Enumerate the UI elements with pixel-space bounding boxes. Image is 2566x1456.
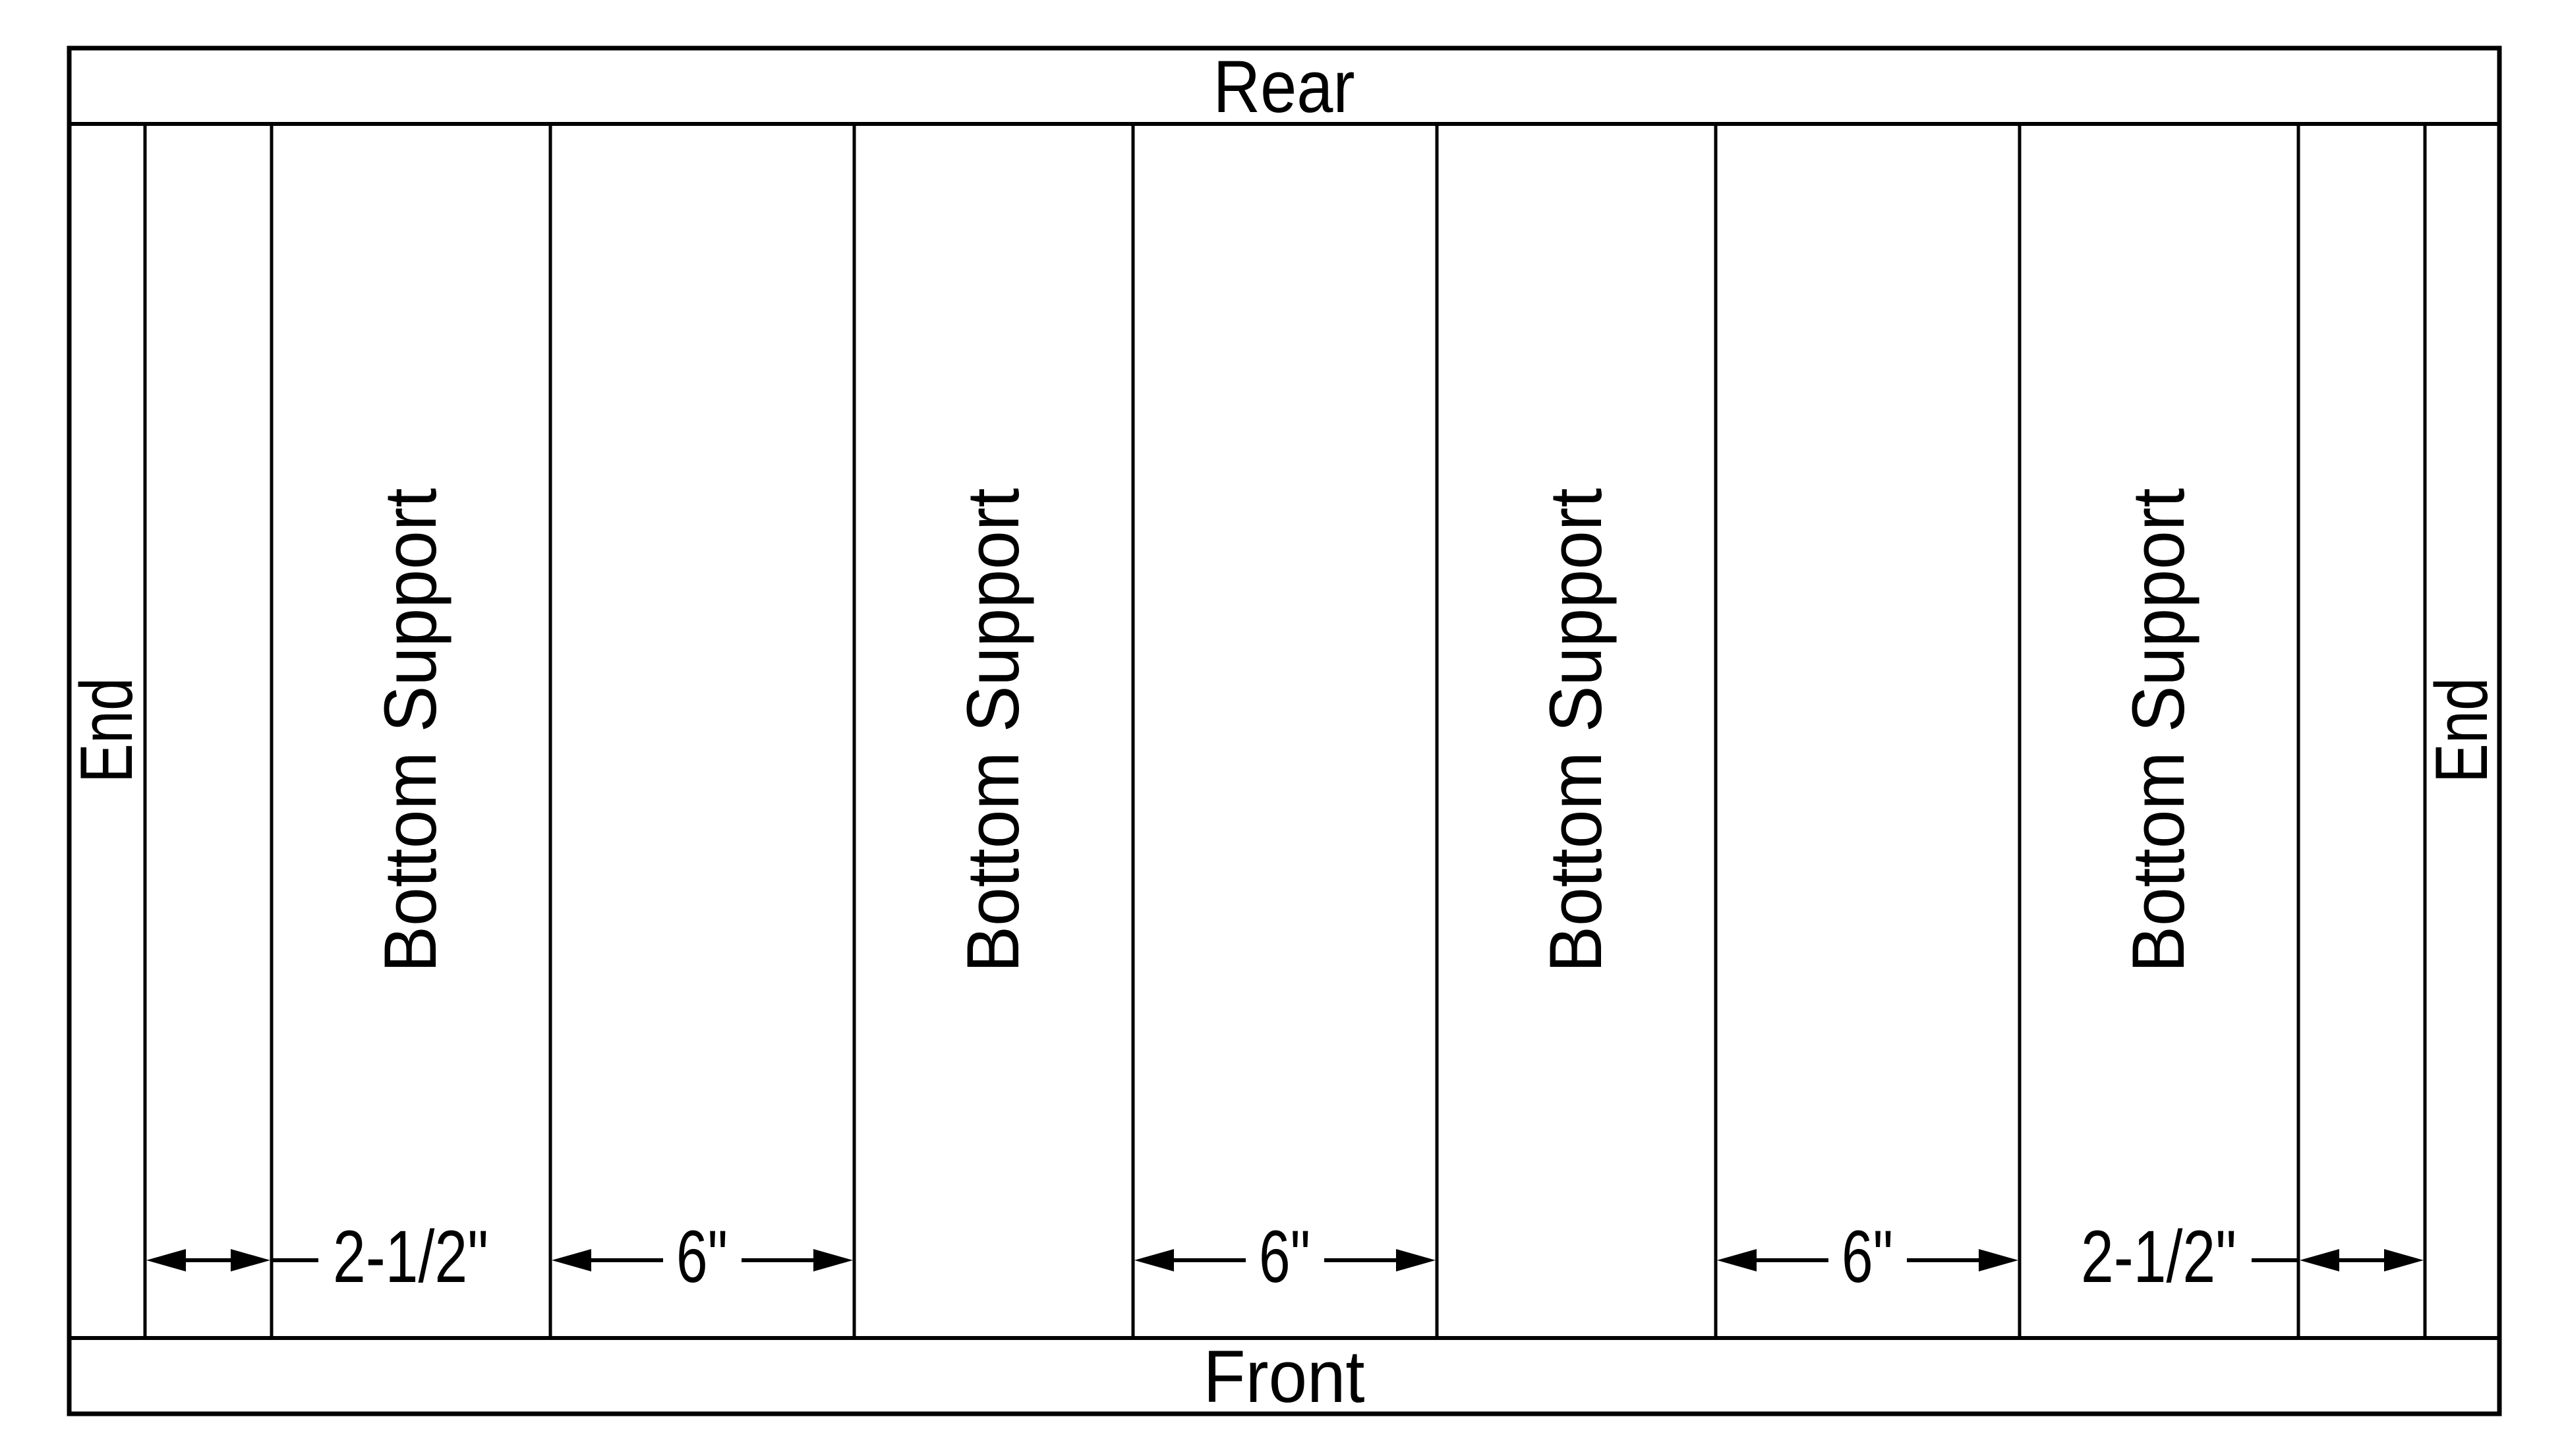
dimension-gap-3: 6" <box>1717 1215 2018 1298</box>
outer-frame <box>67 45 2502 1416</box>
arrowhead-right <box>2384 1249 2424 1271</box>
dimension-gap-1-label: 6" <box>676 1215 728 1298</box>
arrowhead-right <box>231 1249 270 1271</box>
end-left-label: End <box>65 678 148 783</box>
arrowhead-right <box>813 1249 853 1271</box>
arrowhead-left <box>552 1249 591 1271</box>
dimension-gap-1: 6" <box>552 1215 853 1298</box>
dimension-right-gap-label: 2-1/2" <box>2081 1215 2236 1298</box>
arrowhead-left <box>1134 1249 1174 1271</box>
arrowhead-right <box>1979 1249 2018 1271</box>
arrowhead-left <box>146 1249 186 1271</box>
arrowhead-left <box>2300 1249 2339 1271</box>
dimension-left-gap-label: 2-1/2" <box>333 1215 488 1298</box>
arrowhead-right <box>1396 1249 1436 1271</box>
rear-label: Rear <box>1213 45 1355 128</box>
arrowhead-left <box>1717 1249 1757 1271</box>
end-right-label: End <box>2420 678 2503 783</box>
bottom-support-3-label: Bottom Support <box>1534 488 1617 973</box>
dimension-left-gap: 2-1/2" <box>146 1215 488 1298</box>
front-label: Front <box>1204 1335 1365 1418</box>
bottom-support-2-label: Bottom Support <box>952 488 1034 973</box>
dimension-gap-3-label: 6" <box>1842 1215 1893 1298</box>
bottom-support-4-label: Bottom Support <box>2117 488 2200 973</box>
dimension-right-gap: 2-1/2" <box>2081 1215 2424 1298</box>
bottom-support-1-label: Bottom Support <box>369 488 452 973</box>
dimension-gap-2-label: 6" <box>1259 1215 1310 1298</box>
dimension-gap-2: 6" <box>1134 1215 1436 1298</box>
